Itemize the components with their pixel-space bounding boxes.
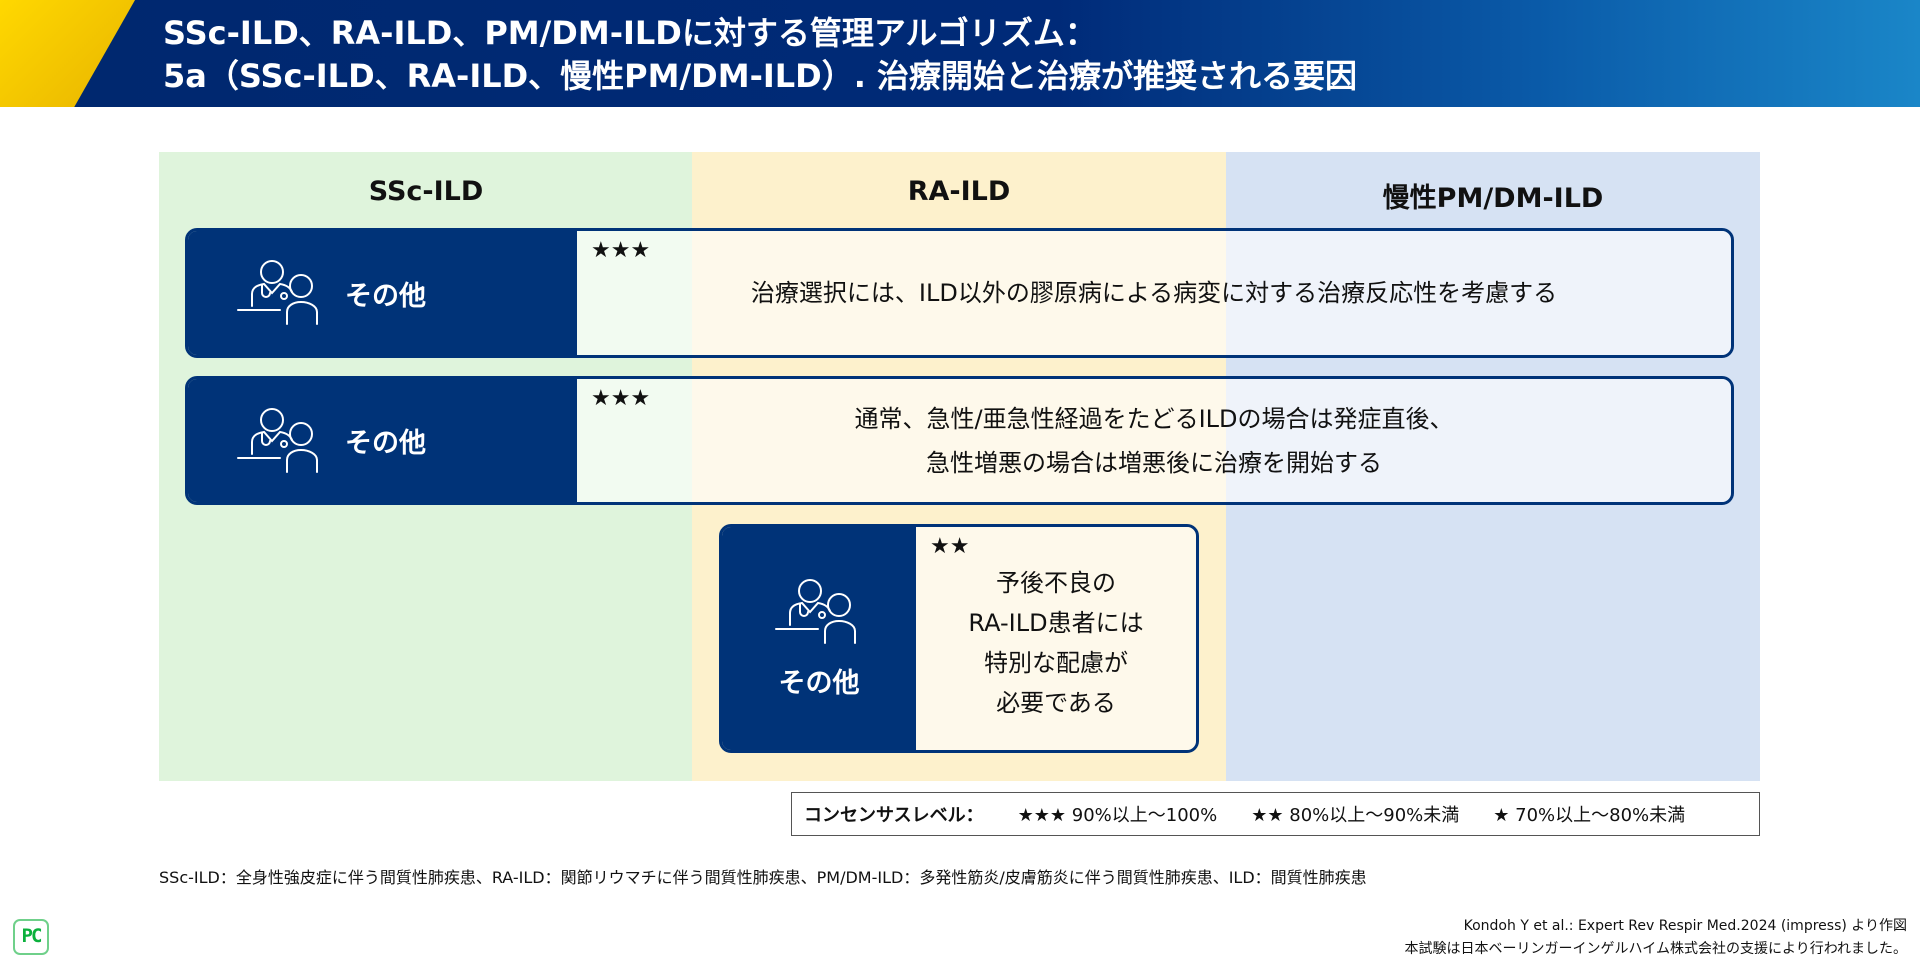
recommendation-text-cell: ★★★ 通常、急性/亜急性経過をたどるILDの場合は発症直後、急性増悪の場合は増… (577, 379, 1731, 502)
recommendation-row-2: その他 ★★★ 通常、急性/亜急性経過をたどるILDの場合は発症直後、急性増悪の… (185, 376, 1734, 505)
doctor-patient-icon (237, 260, 318, 325)
column-header-ra: RA-ILD (907, 176, 1011, 207)
title-line-1: SSc-ILD、RA-ILD、PM/DM-ILDに対する管理アルゴリズム： (163, 14, 1097, 52)
category-cell: その他 (722, 527, 916, 750)
column-header-ssc: SSc-ILD (368, 176, 484, 207)
legend-item: ★★★ 90%以上～100% (1017, 805, 1218, 826)
support-statement: 本試験は日本ベーリンガーインゲルハイム株式会社の支援により行われました。 (1404, 941, 1907, 957)
category-cell: その他 (188, 231, 577, 355)
title-bar: SSc-ILD、RA-ILD、PM/DM-ILDに対する管理アルゴリズム： 5a… (0, 0, 1920, 107)
recommendation-row-3: その他 ★★ 予後不良の RA-ILD患者には 特別な配慮が 必要である (719, 524, 1199, 753)
doctor-patient-icon (237, 407, 318, 473)
legend-label: コンセンサスレベル： (804, 805, 984, 826)
recommendation-text: 治療選択には、ILD以外の膠原病による病変に対する治療反応性を考慮する (750, 279, 1558, 307)
recommendation-text: 通常、急性/亜急性経過をたどるILDの場合は発症直後、急性増悪の場合は増悪後に治… (854, 397, 1453, 485)
consensus-stars: ★★★ (591, 386, 651, 411)
consensus-stars: ★★ (930, 534, 970, 559)
consensus-legend: コンセンサスレベル： ★★★ 90%以上～100% ★★ 80%以上～90%未満… (791, 792, 1760, 836)
doctor-patient-icon (775, 579, 856, 644)
category-label: その他 (345, 428, 426, 459)
consensus-stars: ★★★ (591, 238, 651, 263)
accent-shape (0, 0, 135, 107)
category-cell: その他 (188, 379, 577, 502)
recommendation-text: 予後不良の RA-ILD患者には 特別な配慮が 必要である (968, 563, 1143, 723)
recommendation-text-cell: ★★ 予後不良の RA-ILD患者には 特別な配慮が 必要である (916, 527, 1196, 750)
abbreviation-footnote: SSc-ILD：全身性強皮症に伴う間質性肺疾患、RA-ILD：関節リウマチに伴う… (159, 868, 1367, 887)
legend-item: ★ 70%以上～80%未満 (1493, 805, 1686, 826)
page-title: SSc-ILD、RA-ILD、PM/DM-ILDに対する管理アルゴリズム： 5a… (163, 12, 1357, 98)
title-line-2: 5a（SSc-ILD、RA-ILD、慢性PM/DM-ILD）. 治療開始と治療が… (163, 57, 1358, 95)
text-line: RA-ILD患者には (968, 608, 1144, 637)
text-line: 急性増悪の場合は増悪後に治療を開始する (925, 448, 1382, 477)
column-header-pmdm: 慢性PM/DM-ILD (1382, 183, 1604, 214)
text-line: 予後不良の (996, 568, 1116, 597)
text-line: 通常、急性/亜急性経過をたどるILDの場合は発症直後、 (854, 404, 1454, 433)
text-line: 特別な配慮が (984, 648, 1128, 677)
text-line: 必要である (996, 688, 1116, 717)
legend-item: ★★ 80%以上～90%未満 (1251, 805, 1460, 826)
category-label: その他 (778, 668, 860, 699)
category-label: その他 (345, 280, 426, 312)
citation: Kondoh Y et al.: Expert Rev Respir Med.2… (1463, 918, 1907, 934)
pc-logo: PC (13, 919, 49, 955)
recommendation-text-cell: ★★★ 治療選択には、ILD以外の膠原病による病変に対する治療反応性を考慮する (577, 231, 1731, 355)
recommendation-row-1: その他 ★★★ 治療選択には、ILD以外の膠原病による病変に対する治療反応性を考… (185, 228, 1734, 358)
